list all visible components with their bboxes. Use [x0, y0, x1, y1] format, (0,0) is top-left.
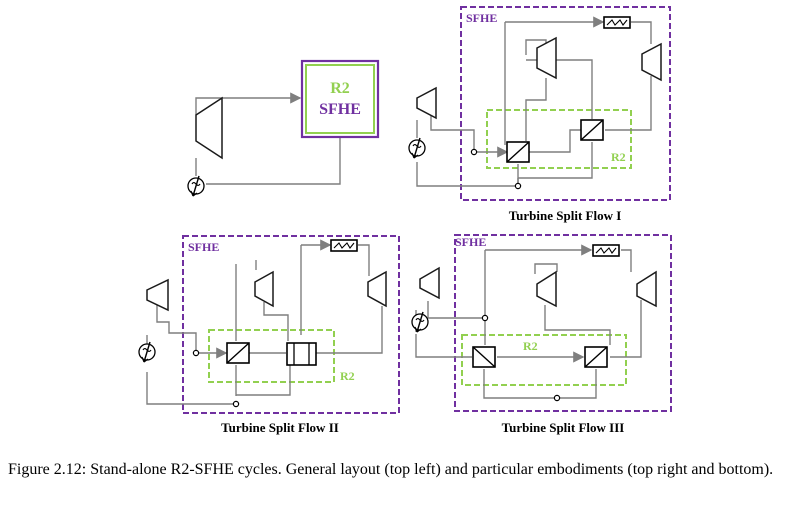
heat-exchanger-icon — [506, 141, 530, 163]
generator-icon — [138, 341, 156, 363]
figure-caption: Figure 2.12: Stand-alone R2-SFHE cycles.… — [8, 461, 774, 478]
compressor-icon — [254, 270, 274, 308]
sfhe-label: SFHE — [455, 235, 486, 249]
sfhe-label: SFHE — [188, 240, 219, 254]
panel-title: Turbine Split Flow II — [221, 420, 339, 435]
compressor-icon — [536, 270, 557, 308]
sfhe-label: SFHE — [466, 11, 497, 25]
heat-exchanger-icon — [286, 342, 317, 366]
compressor-icon — [636, 270, 657, 308]
heat-exchanger-icon — [472, 346, 496, 368]
panel-title: Turbine Split Flow III — [502, 420, 625, 435]
turbine-split-flow-ii: SFHE R2 Turbine Split Flow II — [138, 235, 400, 435]
r2-label: R2 — [330, 80, 350, 97]
generator-icon — [187, 175, 205, 197]
sfhe-label: SFHE — [319, 101, 361, 118]
heater-icon — [592, 244, 620, 257]
heat-exchanger-icon — [226, 342, 250, 364]
compressor-icon — [367, 270, 387, 308]
r2-label: R2 — [611, 150, 626, 164]
generator-icon — [411, 311, 429, 333]
turbine-icon — [419, 266, 440, 300]
turbine-split-flow-i: SFHE R2 Turbine Split Flow I — [408, 6, 671, 223]
heat-exchanger-icon — [584, 346, 608, 368]
turbine-icon — [195, 96, 223, 160]
r2-label: R2 — [523, 339, 538, 353]
generator-icon — [408, 137, 426, 159]
r2-label: R2 — [340, 369, 355, 383]
heat-exchanger-icon — [580, 119, 604, 141]
turbine-icon — [146, 278, 169, 312]
general-layout: R2 SFHE — [187, 59, 380, 197]
compressor-icon — [536, 36, 557, 80]
panel-title: Turbine Split Flow I — [509, 208, 622, 223]
heater-icon — [603, 16, 631, 29]
compressor-icon — [641, 42, 662, 82]
turbine-split-flow-iii: SFHE R2 Turbine Split Flow III — [411, 234, 672, 435]
turbine-icon — [416, 86, 437, 120]
heater-icon — [330, 239, 358, 252]
